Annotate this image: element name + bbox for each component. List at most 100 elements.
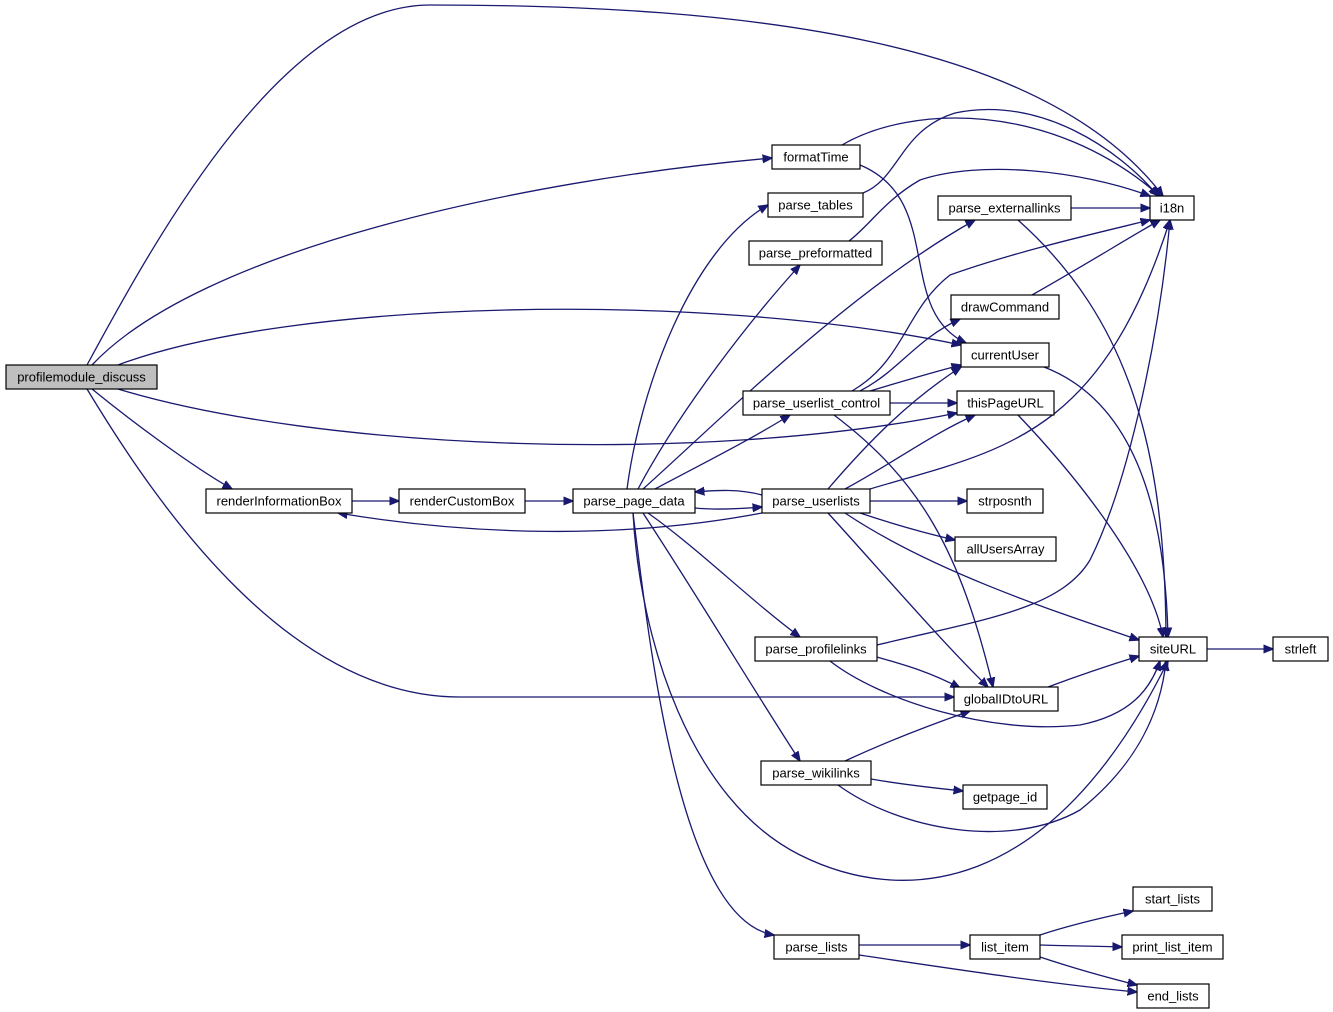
edge-parse_page_data-to-parse_userlists [694,507,762,509]
node-label: parse_lists [785,940,848,955]
node-drawCommand[interactable]: drawCommand [950,294,1060,320]
node-box[interactable] [767,192,864,218]
node-parse_profilelinks[interactable]: parse_profilelinks [754,636,878,662]
node-strleft[interactable]: strleft [1272,636,1329,662]
edge-parse_userlists-to-parse_page_data [695,490,763,495]
node-box[interactable] [950,294,1060,320]
edge-drawCommand-to-i18n [1031,220,1160,296]
edge-parse_page_data-to-parse_userlist_control [654,415,790,490]
node-box[interactable] [398,488,526,514]
node-box[interactable] [956,390,1055,416]
edge-list_item-to-print_list_item [1039,945,1122,947]
edge-parse_userlists-to-allUsersArray [859,512,955,540]
node-box[interactable] [954,536,1057,562]
edge-parse_userlists-to-currentUser [827,367,961,490]
node-box[interactable] [5,364,158,390]
edge-profilemodule_discuss-to-globalIDtoURL [86,388,954,697]
node-siteURL[interactable]: siteURL [1138,636,1208,662]
node-parse_lists[interactable]: parse_lists [773,934,860,960]
node-parse_externallinks[interactable]: parse_externallinks [937,195,1072,221]
node-box[interactable] [748,240,883,266]
node-i18n[interactable]: i18n [1149,195,1195,221]
edge-parse_userlists-to-siteURL [844,512,1139,640]
edge-parse_page_data-to-parse_wikilinks [642,512,800,761]
node-getpage_id[interactable]: getpage_id [962,784,1048,810]
edge-parse_page_data-to-parse_tables [626,205,768,490]
node-label: formatTime [783,150,848,165]
edge-parse_preformatted-to-i18n [848,168,1150,242]
node-parse_userlists[interactable]: parse_userlists [761,488,871,514]
node-label: i18n [1160,201,1185,216]
node-box[interactable] [754,636,878,662]
node-profilemodule_discuss[interactable]: profilemodule_discuss [5,364,158,390]
edge-parse_userlists-to-globalIDtoURL [827,512,988,687]
node-label: parse_userlist_control [753,396,880,411]
node-box[interactable] [937,195,1072,221]
node-label: end_lists [1147,989,1199,1004]
node-parse_userlist_control[interactable]: parse_userlist_control [742,390,891,416]
node-list_item[interactable]: list_item [969,934,1041,960]
node-label: parse_externallinks [948,201,1061,216]
edge-parse_profilelinks-to-i18n [876,220,1170,646]
node-label: profilemodule_discuss [17,370,146,385]
node-parse_page_data[interactable]: parse_page_data [572,488,696,514]
node-label: strposnth [978,494,1031,509]
node-box[interactable] [1272,636,1329,662]
node-parse_wikilinks[interactable]: parse_wikilinks [760,760,872,786]
edge-parse_userlist_control-to-drawCommand [859,319,960,392]
edges-layer [86,4,1273,992]
edge-list_item-to-end_lists [1039,956,1137,985]
node-parse_tables[interactable]: parse_tables [767,192,864,218]
node-renderCustomBox[interactable]: renderCustomBox [398,488,526,514]
node-box[interactable] [962,784,1048,810]
node-renderInformationBox[interactable]: renderInformationBox [205,488,353,514]
node-start_lists[interactable]: start_lists [1132,886,1213,912]
edge-parse_page_data-to-siteURL [632,512,1168,881]
node-label: parse_wikilinks [772,766,860,781]
node-box[interactable] [1149,195,1195,221]
node-box[interactable] [205,488,353,514]
edge-parse_wikilinks-to-globalIDtoURL [844,711,970,762]
edge-parse_userlist_control-to-i18n [851,220,1150,392]
node-box[interactable] [1138,636,1208,662]
node-box[interactable] [773,934,860,960]
edge-profilemodule_discuss-to-formatTime [91,158,772,366]
node-box[interactable] [969,934,1041,960]
edge-list_item-to-start_lists [1039,911,1133,936]
node-box[interactable] [572,488,696,514]
node-label: print_list_item [1132,940,1212,955]
node-parse_preformatted[interactable]: parse_preformatted [748,240,883,266]
node-currentUser[interactable]: currentUser [960,342,1050,368]
node-label: parse_tables [778,198,853,213]
node-strposnth[interactable]: strposnth [966,488,1044,514]
node-box[interactable] [966,488,1044,514]
edge-profilemodule_discuss-to-renderInformationBox [91,388,232,489]
node-label: renderInformationBox [216,494,342,509]
node-label: parse_preformatted [759,246,872,261]
node-allUsersArray[interactable]: allUsersArray [954,536,1057,562]
edge-profilemodule_discuss-to-thisPageURL [117,388,957,446]
edge-formatTime-to-i18n [841,117,1160,196]
node-end_lists[interactable]: end_lists [1136,983,1210,1009]
node-print_list_item[interactable]: print_list_item [1121,934,1224,960]
edge-parse_wikilinks-to-getpage_id [870,778,963,791]
node-box[interactable] [742,390,891,416]
node-thisPageURL[interactable]: thisPageURL [956,390,1055,416]
node-box[interactable] [1132,886,1213,912]
node-label: parse_page_data [583,494,685,509]
node-box[interactable] [953,686,1059,712]
node-box[interactable] [771,144,861,170]
node-label: getpage_id [973,790,1037,805]
edge-parse_userlist_control-to-globalIDtoURL [833,414,993,687]
node-globalIDtoURL[interactable]: globalIDtoURL [953,686,1059,712]
node-formatTime[interactable]: formatTime [771,144,861,170]
node-box[interactable] [760,760,872,786]
node-box[interactable] [1136,983,1210,1009]
node-box[interactable] [1121,934,1224,960]
node-box[interactable] [761,488,871,514]
node-label: drawCommand [961,300,1049,315]
nodes-layer: profilemodule_discuss formatTime parse_tab… [5,144,1329,1009]
edge-profilemodule_discuss-to-i18n [86,4,1163,366]
node-box[interactable] [960,342,1050,368]
